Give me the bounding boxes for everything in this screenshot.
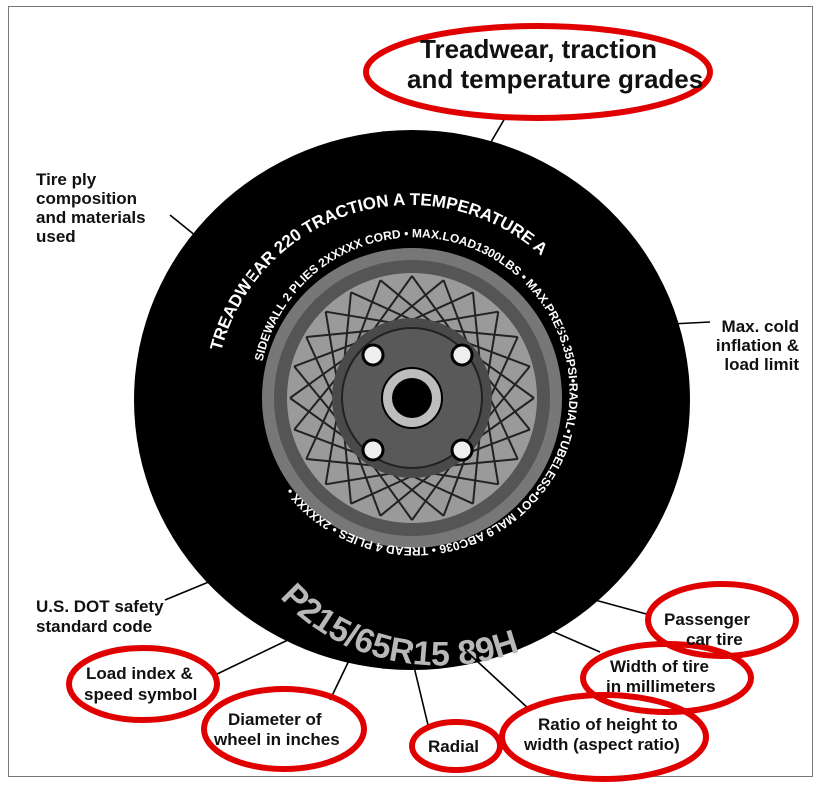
ratio-label-line2: width (aspect ratio)	[523, 735, 680, 754]
load-label-line2: speed symbol	[84, 685, 197, 704]
dot-label-line2: standard code	[36, 617, 152, 636]
passenger-label-line1: Passenger	[664, 610, 750, 629]
ply-label-line3: and materials	[36, 208, 146, 227]
ply-label-line2: composition	[36, 189, 137, 208]
grades-label-line2: and temperature grades	[407, 64, 703, 94]
lug-nut	[363, 440, 383, 460]
dot-label-line1: U.S. DOT safety	[36, 597, 164, 616]
highlight-oval-load	[69, 648, 217, 720]
grades-label-line1: Treadwear, traction	[420, 34, 657, 64]
inflation-label-line1: Max. cold	[722, 317, 799, 336]
load-label-line1: Load index &	[86, 664, 193, 683]
highlight-oval-diameter	[204, 689, 364, 769]
lug-nut	[452, 345, 472, 365]
ply-label-line4: used	[36, 227, 76, 246]
leader-line	[595, 600, 650, 615]
lug-nut	[363, 345, 383, 365]
ratio-label-line1: Ratio of height to	[538, 715, 678, 734]
lug-nut	[452, 440, 472, 460]
diameter-label-line2: wheel in inches	[213, 730, 340, 749]
diameter-label-line1: Diameter of	[228, 710, 322, 729]
inflation-label-line3: load limit	[724, 355, 799, 374]
width-label-line1: Width of tire	[610, 657, 709, 676]
inflation-label-line2: inflation &	[716, 336, 799, 355]
passenger-label-line2: car tire	[686, 630, 743, 649]
width-label-line2: in millimeters	[606, 677, 716, 696]
ply-label-line1: Tire ply	[36, 170, 97, 189]
leader-line	[545, 628, 600, 652]
radial-label: Radial	[428, 737, 479, 756]
